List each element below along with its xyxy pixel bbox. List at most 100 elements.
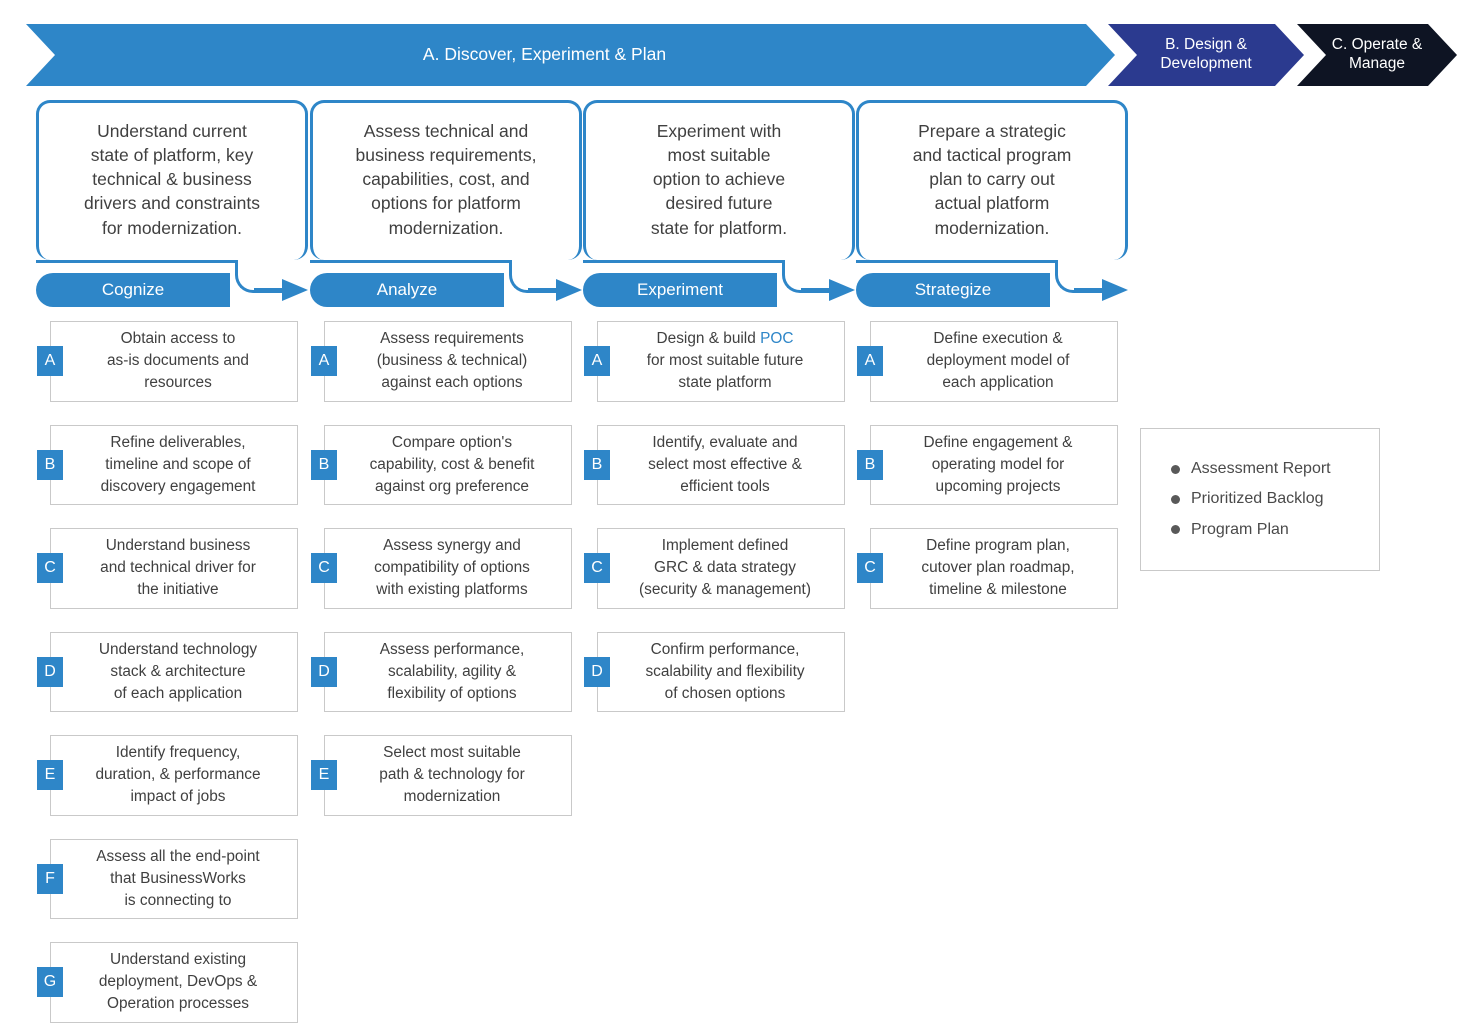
stage-pill-label-analyze: Analyze [376, 280, 438, 299]
task-text: Assess synergy and compatibility of opti… [374, 537, 530, 599]
arrow-head [1102, 279, 1128, 301]
task-badge: A [584, 346, 610, 377]
task-list-strategize: A Define execution & deployment model of … [856, 321, 1128, 609]
callout-bottom-edge [856, 260, 1056, 263]
callout-tail [235, 260, 271, 293]
callout-tail [1055, 260, 1091, 293]
task-text: Confirm performance, scalability and fle… [645, 640, 805, 702]
phase-banner: A. Discover, Experiment & Plan B. Design… [26, 24, 1457, 86]
task-card[interactable]: G Understand existing deployment, DevOps … [37, 942, 298, 1023]
task-badge: E [37, 760, 63, 791]
callout-tail [782, 260, 818, 293]
arrow-shaft [801, 288, 833, 293]
task-text: Implement defined GRC & data strategy (s… [639, 537, 811, 599]
task-text: Understand existing deployment, DevOps &… [98, 951, 258, 1013]
arrow-head [556, 279, 582, 301]
task-text: Obtain access to as-is documents and res… [106, 330, 249, 392]
task-card[interactable]: A Obtain access to as-is documents and re… [37, 321, 298, 402]
stage-description-strategize: Prepare a strategic and tactical program… [912, 121, 1072, 238]
stage-flow-arrow-icon [528, 279, 586, 301]
stage-column-cognize: Understand current state of platform, ke… [36, 100, 308, 1031]
stage-flow-arrow-icon [801, 279, 859, 301]
arrow-shaft [1074, 288, 1106, 293]
stage-description-analyze: Assess technical and business requiremen… [355, 121, 537, 238]
task-list-cognize: A Obtain access to as-is documents and re… [36, 321, 308, 1031]
task-card[interactable]: C Implement defined GRC & data strategy (… [584, 528, 845, 609]
callout-bottom-edge [310, 260, 510, 263]
task-badge: B [584, 449, 610, 480]
task-badge: C [584, 553, 610, 584]
task-text: Assess requirements (business & technica… [376, 330, 528, 392]
task-badge: D [311, 656, 337, 687]
stage-pill-row-strategize: Strategize [856, 273, 1128, 307]
stage-pill-experiment[interactable]: Experiment [583, 273, 777, 307]
task-card[interactable]: B Refine deliverables, timeline and scope… [37, 424, 298, 506]
task-badge: G [37, 967, 63, 998]
phase-segment-b-label: B. Design & Development [1160, 36, 1252, 72]
task-text: Refine deliverables, timeline and scope … [100, 433, 256, 495]
task-badge: A [857, 346, 883, 377]
task-list-experiment: A Design & build POC for most suitable fu… [583, 321, 855, 713]
task-badge: B [37, 449, 63, 480]
task-badge: C [37, 553, 63, 584]
phase-segment-b[interactable]: B. Design & Development [1108, 24, 1304, 86]
task-badge: C [857, 553, 883, 584]
task-text: Design & build POC for most suitable fut… [646, 330, 804, 392]
task-badge: B [857, 449, 883, 480]
bullet-icon [1171, 494, 1180, 504]
task-card[interactable]: E Identify frequency, duration, & perform… [37, 735, 298, 816]
task-card[interactable]: C Assess synergy and compatibility of opt… [311, 528, 572, 609]
callout-tail [509, 260, 545, 293]
stage-callout-cognize: Understand current state of platform, ke… [36, 100, 308, 293]
callout-bottom-edge [583, 260, 783, 263]
arrow-head [282, 279, 308, 301]
stage-callout-analyze: Assess technical and business requiremen… [310, 100, 582, 293]
task-badge: A [37, 346, 63, 377]
task-badge: C [311, 553, 337, 584]
task-card[interactable]: C Understand business and technical drive… [37, 528, 298, 609]
stage-flow-arrow-icon [1074, 279, 1132, 301]
phase-segment-a[interactable]: A. Discover, Experiment & Plan [26, 24, 1115, 86]
stage-column-experiment: Experiment with most suitable option to … [583, 100, 855, 735]
stage-pill-label-cognize: Cognize [101, 280, 165, 299]
stage-pill-analyze[interactable]: Analyze [310, 273, 504, 307]
task-text: Identify frequency, duration, & performa… [95, 744, 261, 806]
task-card[interactable]: A Define execution & deployment model of … [857, 321, 1118, 402]
phase-segment-c[interactable]: C. Operate & Manage [1297, 24, 1457, 86]
stage-pill-row-analyze: Analyze [310, 273, 582, 307]
task-card[interactable]: A Design & build POC for most suitable fu… [584, 321, 845, 402]
stage-pill-strategize[interactable]: Strategize [856, 273, 1050, 307]
task-text: Select most suitable path & technology f… [379, 744, 525, 806]
deliverable-label: Program Plan [1191, 520, 1289, 538]
stage-flow-arrow-icon [254, 279, 312, 301]
stage-column-strategize: Prepare a strategic and tactical program… [856, 100, 1128, 632]
stage-column-analyze: Assess technical and business requiremen… [310, 100, 582, 839]
callout-bottom-edge [36, 260, 236, 263]
stage-callout-strategize: Prepare a strategic and tactical program… [856, 100, 1128, 293]
deliverable-item: Prioritized Backlog [1171, 484, 1379, 514]
deliverable-item: Assessment Report [1171, 454, 1379, 484]
stage-pill-cognize[interactable]: Cognize [36, 273, 230, 307]
stage-pill-label-experiment: Experiment [637, 280, 723, 299]
task-text: Define execution & deployment model of e… [926, 330, 1070, 392]
arrow-head [829, 279, 855, 301]
stage-callout-experiment: Experiment with most suitable option to … [583, 100, 855, 293]
task-text: Understand business and technical driver… [100, 537, 256, 599]
task-badge: F [37, 863, 63, 894]
deliverable-label: Assessment Report [1191, 459, 1331, 477]
stage-pill-row-cognize: Cognize [36, 273, 308, 307]
stage-pill-label-strategize: Strategize [914, 280, 992, 299]
